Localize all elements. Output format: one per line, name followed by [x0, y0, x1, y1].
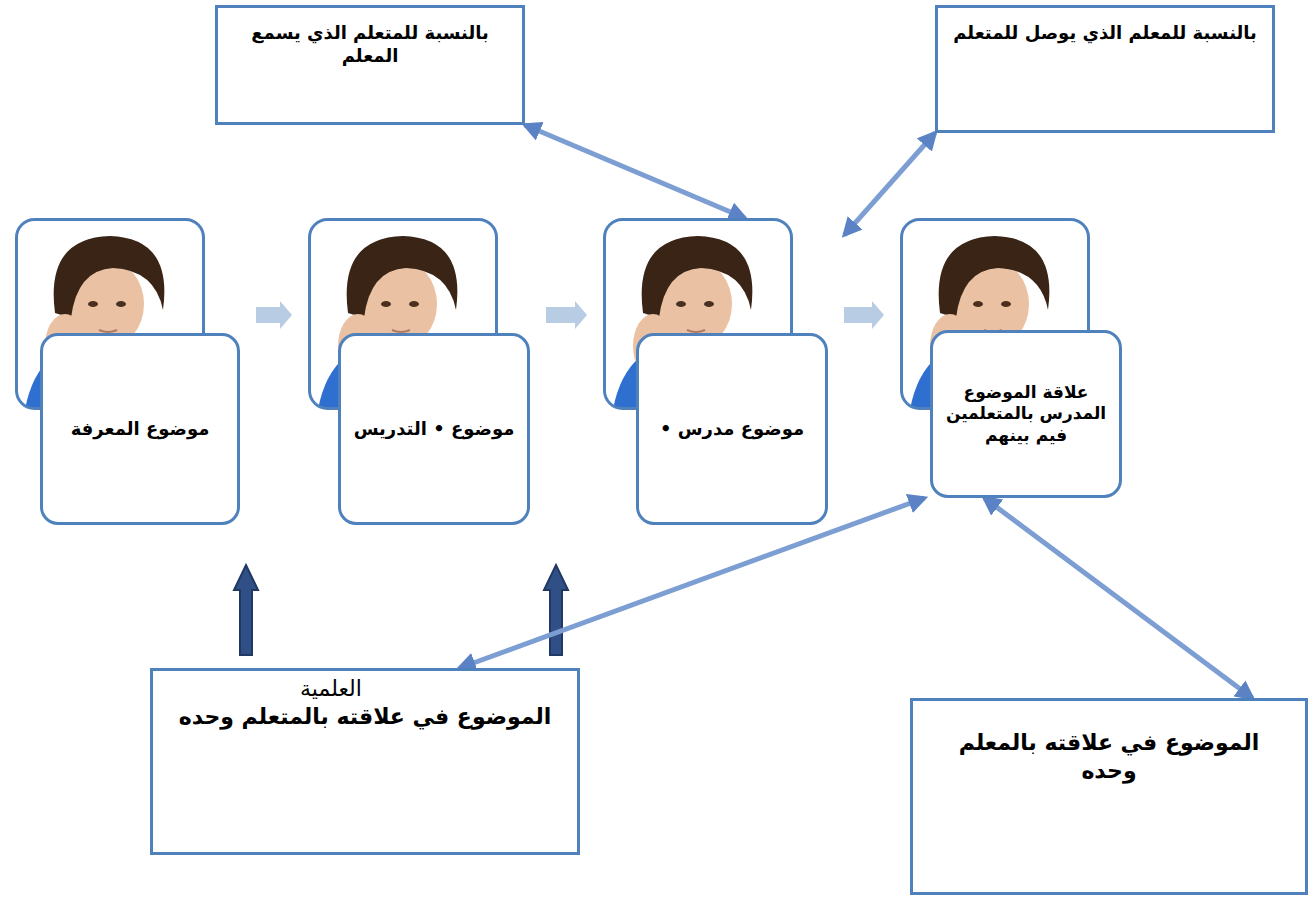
text-box: الموضوع في علاقته بالمتعلم وحده: [150, 668, 580, 855]
node-text: موضوع • التدريس: [354, 418, 515, 441]
text-box: بالنسبة للمعلم الذي يوصل للمتعلم: [935, 5, 1275, 133]
boy-mouth: [687, 330, 705, 332]
node-text: الموضوع في علاقته بالمتعلم وحده: [173, 703, 557, 731]
up-arrow: [544, 565, 568, 655]
boy-hair: [54, 236, 165, 318]
up-arrow: [234, 565, 258, 655]
boy-eye: [409, 301, 419, 307]
boy-eye: [676, 301, 686, 307]
boy-eye: [116, 301, 126, 307]
flow-arrow: [546, 301, 587, 329]
photo-card: موضوع • التدريس: [308, 218, 530, 525]
node-text: موضوع مدرس •: [660, 418, 804, 441]
double-arrow: [984, 498, 1252, 698]
boy-eye: [973, 301, 983, 307]
node-text: بالنسبة للمتعلم الذي يسمع المعلم: [232, 22, 508, 67]
double-arrow: [525, 125, 745, 218]
boy-eye: [88, 301, 98, 307]
boy-mouth: [392, 330, 410, 332]
flow-arrow: [256, 301, 292, 329]
boy-eye: [704, 301, 714, 307]
boy-eye: [381, 301, 391, 307]
node-text: موضوع المعرفة: [71, 418, 210, 441]
boy-eye: [1001, 301, 1011, 307]
boy-mouth: [99, 330, 117, 332]
card-text-box: موضوع • التدريس: [338, 333, 530, 525]
boy-hair: [939, 236, 1050, 318]
photo-card: موضوع المعرفة: [15, 218, 240, 525]
node-text: علاقة الموضوع المدرس بالمتعلمين فيم بينه…: [943, 382, 1109, 446]
node-text: بالنسبة للمعلم الذي يوصل للمتعلم: [952, 22, 1258, 45]
photo-card: موضوع مدرس •: [603, 218, 828, 525]
boy-hair: [347, 236, 458, 318]
flow-arrow: [844, 301, 884, 329]
text-box: الموضوع في علاقته بالمعلم وحده: [910, 698, 1308, 895]
card-text-box: موضوع المعرفة: [40, 333, 240, 525]
card-text-box: موضوع مدرس •: [636, 333, 828, 525]
node-text: الموضوع في علاقته بالمعلم وحده: [933, 729, 1285, 784]
text-box: بالنسبة للمتعلم الذي يسمع المعلم: [215, 5, 525, 125]
photo-card: علاقة الموضوع المدرس بالمتعلمين فيم بينه…: [900, 218, 1122, 498]
note-label: العلمية: [300, 676, 362, 701]
boy-hair: [642, 236, 753, 318]
card-text-box: علاقة الموضوع المدرس بالمتعلمين فيم بينه…: [930, 330, 1122, 498]
